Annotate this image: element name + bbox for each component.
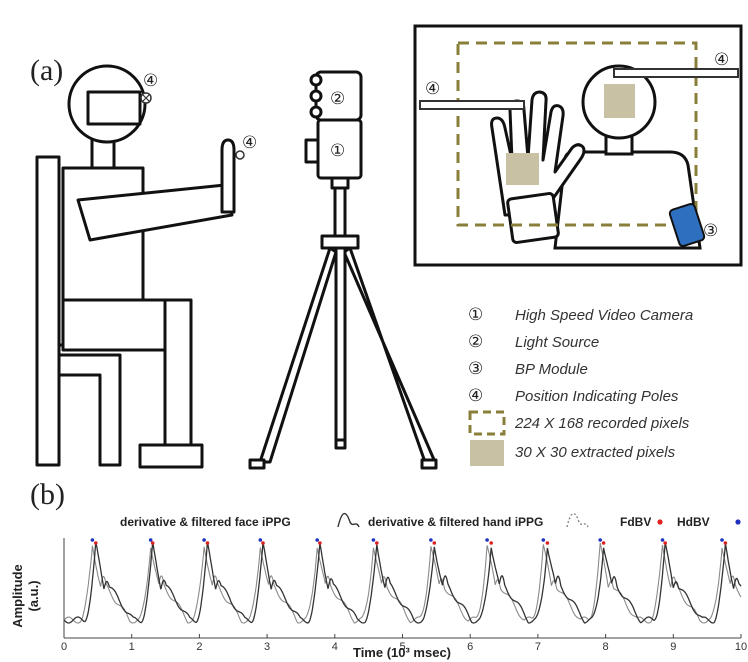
legend-hdbv-marker bbox=[735, 519, 741, 525]
light-source-marker: ② bbox=[330, 89, 345, 109]
fdbv-marker bbox=[432, 541, 437, 545]
face-roi bbox=[604, 84, 635, 118]
hdbv-marker bbox=[485, 538, 489, 542]
legend-symbol-light: ② bbox=[468, 332, 483, 352]
hdbv-marker bbox=[315, 538, 320, 542]
x-tick-label: 6 bbox=[467, 641, 473, 653]
x-tick-label: 10 bbox=[735, 641, 747, 653]
panel-a-legend: ① High Speed Video Camera ② Light Source… bbox=[468, 305, 693, 466]
x-axis: 0 1 2 3 4 5 6 7 8 9 10 bbox=[61, 634, 747, 653]
x-tick-label: 3 bbox=[264, 641, 270, 653]
panel-a-label: (a) bbox=[30, 54, 63, 87]
legend-hand-label: derivative & filtered hand iPPG bbox=[368, 515, 543, 529]
fdbv-marker bbox=[94, 541, 98, 545]
x-tick-label: 8 bbox=[603, 641, 609, 653]
legend-dashed-box-icon bbox=[468, 410, 506, 436]
inset-right-pole bbox=[613, 68, 739, 78]
seated-person bbox=[61, 64, 236, 469]
fdbv-marker bbox=[150, 541, 155, 545]
hdbv-marker bbox=[720, 538, 724, 542]
legend-fdbv-label: FdBV bbox=[620, 515, 651, 529]
legend-camera: High Speed Video Camera bbox=[515, 307, 693, 324]
legend-filled-box-icon bbox=[470, 440, 504, 466]
fdbv-marker bbox=[723, 541, 728, 545]
x-tick-label: 5 bbox=[399, 641, 405, 653]
legend-hdbv-label: HdBV bbox=[677, 515, 710, 529]
inset-left-pole bbox=[419, 100, 525, 110]
plot-legend: derivative & filtered face iPPG derivati… bbox=[120, 512, 741, 529]
head-pole-marker: ④ bbox=[140, 71, 158, 104]
legend-symbol-bp: ③ bbox=[468, 359, 483, 379]
hdbv-marker bbox=[202, 538, 206, 542]
hdbv-marker bbox=[90, 538, 95, 542]
plot-area bbox=[63, 541, 742, 624]
x-tick-label: 0 bbox=[61, 641, 67, 653]
x-tick-label: 9 bbox=[670, 641, 676, 653]
legend-recorded: 224 X 168 recorded pixels bbox=[514, 415, 690, 432]
hdbv-marker bbox=[541, 538, 546, 542]
head-pole-number: ④ bbox=[143, 71, 158, 91]
camera-marker: ① bbox=[330, 141, 345, 161]
legend-light: Light Source bbox=[515, 334, 599, 351]
legend-hand-swatch bbox=[566, 512, 589, 528]
x-tick-label: 4 bbox=[332, 641, 338, 653]
x-tick-label: 1 bbox=[129, 641, 135, 653]
x-tick-label: 7 bbox=[535, 641, 541, 653]
bp-module-number: ③ bbox=[703, 221, 718, 241]
hdbv-marker bbox=[429, 538, 433, 542]
inset-right-pole-number: ④ bbox=[714, 50, 729, 70]
y-axis-title-line1: Amplitude bbox=[10, 564, 25, 628]
inset-left-pole-number: ④ bbox=[425, 79, 440, 99]
hand-pole-number: ④ bbox=[242, 133, 257, 153]
legend-fdbv-marker bbox=[657, 519, 663, 525]
fdbv-marker bbox=[489, 541, 494, 545]
x-tick-label: 2 bbox=[196, 641, 202, 653]
x-axis-title: Time (10³ msec) bbox=[353, 645, 451, 660]
hand-roi bbox=[506, 153, 539, 185]
legend-symbol-poles: ④ bbox=[468, 386, 483, 406]
hdbv-marker bbox=[148, 538, 153, 542]
fdbv-marker bbox=[375, 541, 379, 545]
fdbv-marker bbox=[663, 541, 667, 545]
inset-panel: ④ ④ ③ bbox=[413, 24, 743, 267]
hdbv-marker bbox=[258, 538, 263, 542]
fdbv-marker bbox=[205, 541, 210, 545]
legend-face-label: derivative & filtered face iPPG bbox=[120, 515, 291, 529]
tripod bbox=[248, 186, 438, 470]
legend-face-swatch bbox=[337, 512, 360, 528]
bp-module bbox=[668, 202, 706, 248]
hand-pole-marker: ④ bbox=[235, 133, 257, 160]
fdbv-marker bbox=[318, 541, 322, 545]
legend-extracted: 30 X 30 extracted pixels bbox=[515, 444, 676, 461]
fdbv-marker bbox=[261, 541, 265, 545]
recorded-area-box bbox=[456, 41, 698, 227]
hdbv-marker bbox=[371, 538, 376, 542]
plot-markers bbox=[90, 538, 728, 545]
hdbv-marker bbox=[598, 538, 602, 542]
face-ippg-line bbox=[63, 541, 742, 624]
panel-b-label: (b) bbox=[30, 478, 65, 511]
y-axis-title-line2: (a.u.) bbox=[26, 580, 41, 611]
legend-symbol-camera: ① bbox=[468, 305, 483, 325]
fdbv-marker bbox=[601, 541, 606, 545]
fdbv-marker bbox=[545, 541, 550, 545]
legend-bp: BP Module bbox=[515, 361, 588, 378]
hdbv-marker bbox=[660, 538, 665, 542]
legend-poles: Position Indicating Poles bbox=[515, 388, 679, 405]
